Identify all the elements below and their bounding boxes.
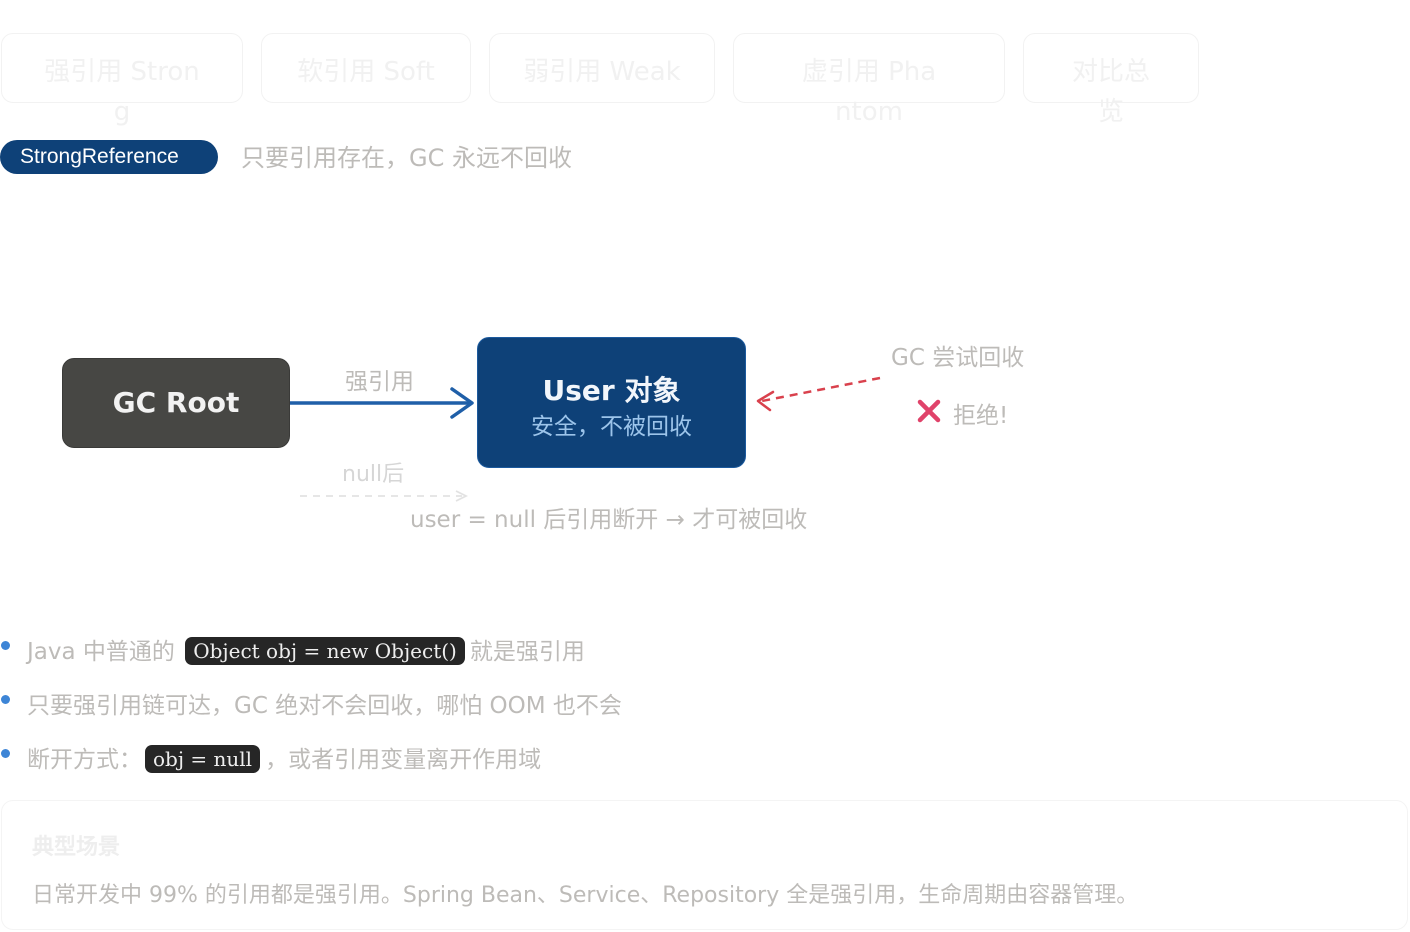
bullet-text: Java 中普通的	[27, 639, 175, 665]
user-object-title: User 对象	[542, 374, 681, 407]
scenario-text: 日常开发中 99% 的引用都是强引用。Spring Bean、Service、R…	[32, 883, 1139, 908]
strong-reference-arrowhead	[450, 387, 474, 419]
reject-label: 拒绝!	[953, 403, 1009, 429]
tab-weak[interactable]: 弱引用 Weak	[489, 33, 715, 103]
tab-phantom-label: 虚引用 Phantom	[801, 57, 937, 127]
bullet-text: ，或者引用变量离开作用域	[265, 747, 542, 773]
bullet-dot-icon	[1, 749, 10, 758]
list-item: 断开方式：obj = null，或者引用变量离开作用域	[0, 738, 622, 792]
tab-phantom[interactable]: 虚引用 Phantom	[733, 33, 1005, 127]
diagram-caption: user = null 后引用断开 → 才可被回收	[410, 507, 808, 533]
tab-soft-label: 软引用 Soft	[297, 57, 435, 87]
null-reference-arrowhead	[455, 490, 469, 502]
gc-attempt-arrow	[761, 376, 881, 403]
reference-type-badge: StrongReference	[0, 140, 218, 174]
gc-root-node: GC Root	[62, 358, 290, 448]
user-object-node: User 对象 安全，不被回收	[477, 337, 746, 468]
diagram-arrows	[290, 376, 881, 502]
tab-comparison-label: 对比总览	[1071, 57, 1150, 127]
bullet-dot-icon	[1, 695, 10, 704]
tab-weak-label: 弱引用 Weak	[523, 57, 681, 87]
null-label: null后	[342, 462, 405, 487]
strong-reference-label: 强引用	[345, 369, 414, 395]
list-item: 只要强引用链可达，GC 绝对不会回收，哪怕 OOM 也不会	[0, 684, 622, 738]
gc-attempt-label: GC 尝试回收	[891, 345, 1025, 371]
user-object-subtitle: 安全，不被回收	[531, 414, 692, 440]
typical-scenario-box: 典型场景 日常开发中 99% 的引用都是强引用。Spring Bean、Serv…	[1, 800, 1408, 930]
section-subtitle: 只要引用存在，GC 永远不回收	[241, 144, 572, 172]
reference-diagram: GC Root User 对象 安全，不被回收 强引用 null后 GC 尝试回…	[0, 300, 1100, 560]
x-mark-icon	[917, 399, 941, 423]
bullet-text: 就是强引用	[469, 639, 585, 665]
bullet-list: Java 中普通的 Object obj = new Object()就是强引用…	[0, 630, 622, 792]
tab-strong-label: 强引用 Strong	[44, 57, 200, 127]
bullet-dot-icon	[1, 641, 10, 650]
gc-attempt-arrowhead	[756, 390, 775, 412]
list-item: Java 中普通的 Object obj = new Object()就是强引用	[0, 630, 622, 684]
tab-comparison[interactable]: 对比总览	[1023, 33, 1199, 127]
tab-strong[interactable]: 强引用 Strong	[1, 33, 243, 127]
inline-code: Object obj = new Object()	[185, 637, 465, 665]
tab-soft[interactable]: 软引用 Soft	[261, 33, 471, 103]
inline-code: obj = null	[145, 745, 261, 773]
bullet-text: 断开方式：	[27, 747, 142, 773]
scenario-title: 典型场景	[32, 835, 121, 860]
bullet-text: 只要强引用链可达，GC 绝对不会回收，哪怕 OOM 也不会	[27, 693, 622, 719]
